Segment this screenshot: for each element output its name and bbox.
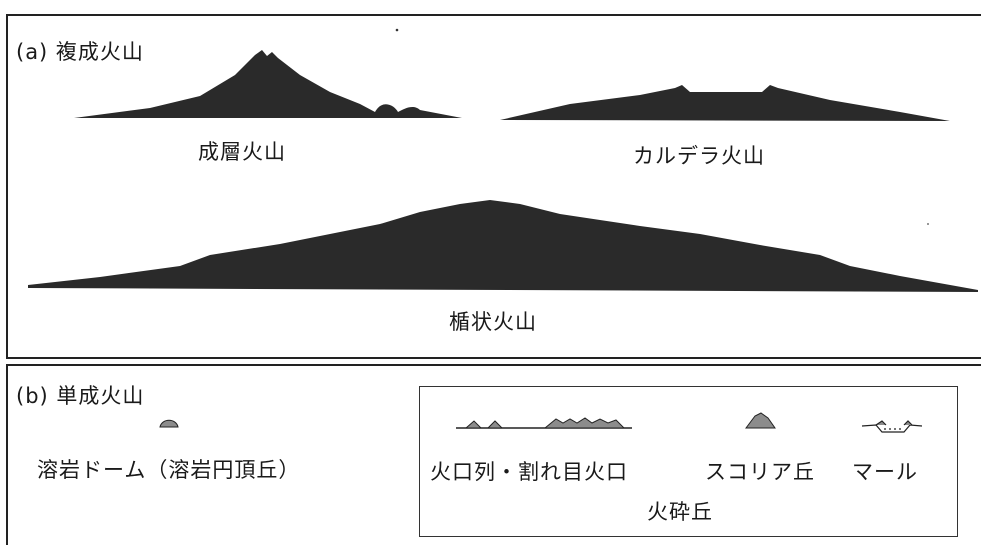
pyroclastic-cone-label: 火砕丘: [647, 500, 713, 524]
fissure-vent-profile: [456, 417, 632, 429]
shield-volcano-label: 楯状火山: [449, 310, 537, 334]
scoria-cone-profile: [745, 412, 776, 429]
lava-dome-profile: [159, 419, 179, 428]
stratovolcano-label: 成層火山: [198, 140, 286, 164]
panel-a-polygenetic: [6, 14, 981, 359]
scoria-cone-label: スコリア丘: [705, 460, 815, 484]
shield-volcano-profile: [28, 200, 978, 292]
stratovolcano-profile: [74, 50, 462, 118]
lava-dome-label: 溶岩ドーム（溶岩円頂丘）: [37, 458, 301, 482]
panel-a-heading: (a) 複成火山: [16, 40, 144, 64]
maar-label: マール: [852, 460, 918, 484]
fissure-vent-label: 火口列・割れ目火口: [430, 460, 628, 484]
maar-profile: [861, 420, 923, 433]
caldera-volcano-label: カルデラ火山: [633, 144, 765, 168]
pyroclastic-cone-group-box: [419, 386, 958, 537]
caldera-volcano-profile: [500, 85, 950, 121]
panel-b-heading: (b) 単成火山: [16, 384, 145, 408]
panel-b-monogenetic: [6, 364, 981, 545]
